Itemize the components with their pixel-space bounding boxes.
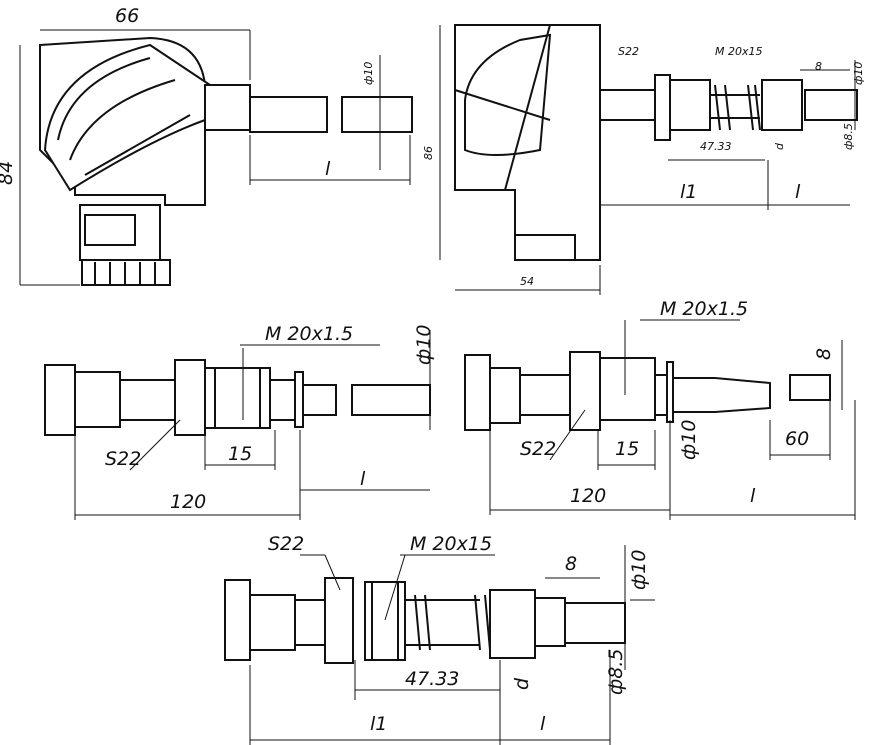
head-front-view: 66 84 ф10 l bbox=[0, 5, 413, 286]
dim-tip: 8 bbox=[565, 553, 577, 575]
dim-d: d bbox=[773, 142, 786, 150]
dim-length: l bbox=[750, 485, 756, 507]
dim-width: 54 bbox=[520, 275, 534, 288]
hex-label: S22 bbox=[618, 45, 639, 58]
dim-thread-length: 15 bbox=[615, 438, 639, 460]
dim-length1: l1 bbox=[680, 181, 697, 203]
dim-length: l bbox=[360, 468, 366, 490]
dim-length: l bbox=[795, 181, 801, 203]
thread-label: M 20x1.5 bbox=[265, 323, 353, 345]
fitting-b-view: M 20x1.5 8 S22 15 ф10 60 120 l bbox=[464, 298, 856, 520]
dim-length: l bbox=[540, 713, 546, 735]
dim-tip: 8 bbox=[815, 60, 822, 73]
hex-label: S22 bbox=[520, 438, 556, 460]
dim-diameter: ф10 bbox=[413, 325, 435, 365]
dim-length1: l1 bbox=[370, 713, 387, 735]
thread-label: M 20x15 bbox=[410, 533, 492, 555]
dim-diameter: ф10 bbox=[678, 420, 700, 460]
thread-label: M 20x15 bbox=[715, 45, 763, 58]
dim-total: 120 bbox=[170, 491, 206, 513]
hex-label: S22 bbox=[105, 448, 141, 470]
dim-diameter: ф10 bbox=[628, 550, 650, 590]
dim-thread-length: 15 bbox=[228, 443, 252, 465]
dim-width: 66 bbox=[115, 5, 139, 27]
fitting-c-view: S22 M 20x15 8 ф10 47.33 d ф8.5 l1 l bbox=[224, 533, 655, 745]
dim-taper: 60 bbox=[785, 428, 809, 450]
dim-diameter: ф10 bbox=[362, 62, 375, 85]
dim-inner-diameter: ф8.5 bbox=[605, 649, 627, 695]
dim-thread-length: 47.33 bbox=[405, 668, 459, 690]
dim-tip: 8 bbox=[813, 348, 835, 360]
dim-length: l bbox=[325, 158, 331, 180]
head-side-view: 86 54 S22 M 20x15 8 ф10 47.33 d ф8.5 l1 … bbox=[422, 24, 865, 295]
dim-total: 120 bbox=[570, 485, 606, 507]
fitting-a-view: M 20x1.5 ф10 S22 15 120 l bbox=[44, 323, 435, 520]
thread-label: M 20x1.5 bbox=[660, 298, 748, 320]
hex-label: S22 bbox=[268, 533, 304, 555]
dim-height: 86 bbox=[422, 146, 435, 160]
dim-diameter: ф10 bbox=[852, 62, 865, 85]
dim-thread-length: 47.33 bbox=[700, 140, 732, 153]
dim-d: d bbox=[511, 677, 533, 690]
dim-height: 84 bbox=[0, 161, 17, 185]
dim-inner-diameter: ф8.5 bbox=[842, 123, 855, 150]
